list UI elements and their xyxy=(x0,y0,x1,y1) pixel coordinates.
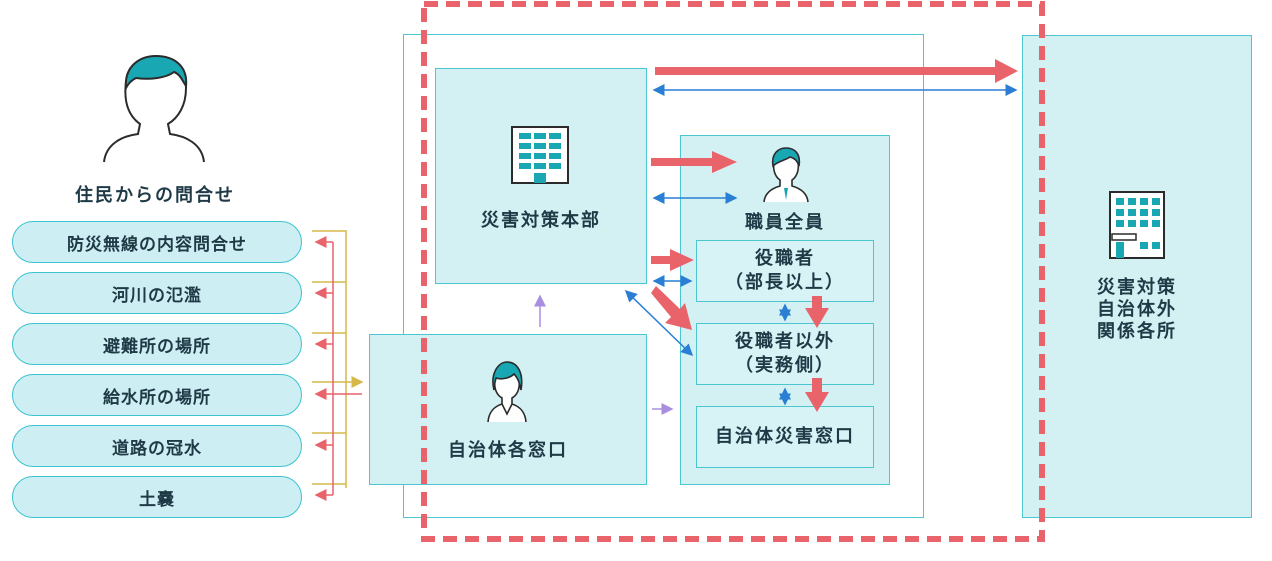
office-building-icon xyxy=(1109,191,1165,259)
disaster-desk-box[interactable]: 自治体災害窓口 xyxy=(696,406,874,468)
manager-title: 役職者 xyxy=(755,248,815,269)
external-line-3: 関係各所 xyxy=(1097,321,1177,342)
municipal-window-label: 自治体各窓口 xyxy=(448,440,568,461)
non-manager-title: 役職者以外 xyxy=(735,331,835,352)
inquiry-item[interactable]: 防災無線の内容問合せ xyxy=(12,221,302,263)
inquiry-item[interactable]: 給水所の場所 xyxy=(12,374,302,416)
non-manager-box[interactable]: 役職者以外 （実務側） xyxy=(696,323,874,385)
disaster-desk-label: 自治体災害窓口 xyxy=(715,426,855,447)
residents-title: 住民からの問合せ xyxy=(75,185,235,206)
non-manager-subtitle: （実務側） xyxy=(735,355,835,376)
manager-box[interactable]: 役職者 （部長以上） xyxy=(696,240,874,302)
staff-man-icon xyxy=(763,147,809,203)
staff-woman-icon xyxy=(487,361,527,423)
inquiry-item[interactable]: 河川の氾濫 xyxy=(12,272,302,314)
inquiry-item[interactable]: 土嚢 xyxy=(12,476,302,518)
external-orgs-box[interactable] xyxy=(1022,35,1252,518)
resident-person-icon xyxy=(103,54,205,163)
inquiry-item[interactable]: 避難所の場所 xyxy=(12,323,302,365)
external-line-2: 自治体外 xyxy=(1097,299,1177,320)
disaster-hq-label: 災害対策本部 xyxy=(481,210,601,231)
inquiry-item[interactable]: 道路の冠水 xyxy=(12,425,302,467)
external-line-1: 災害対策 xyxy=(1097,277,1177,298)
manager-subtitle: （部長以上） xyxy=(725,272,845,293)
all-staff-label: 職員全員 xyxy=(745,212,825,233)
building-icon xyxy=(511,126,569,184)
